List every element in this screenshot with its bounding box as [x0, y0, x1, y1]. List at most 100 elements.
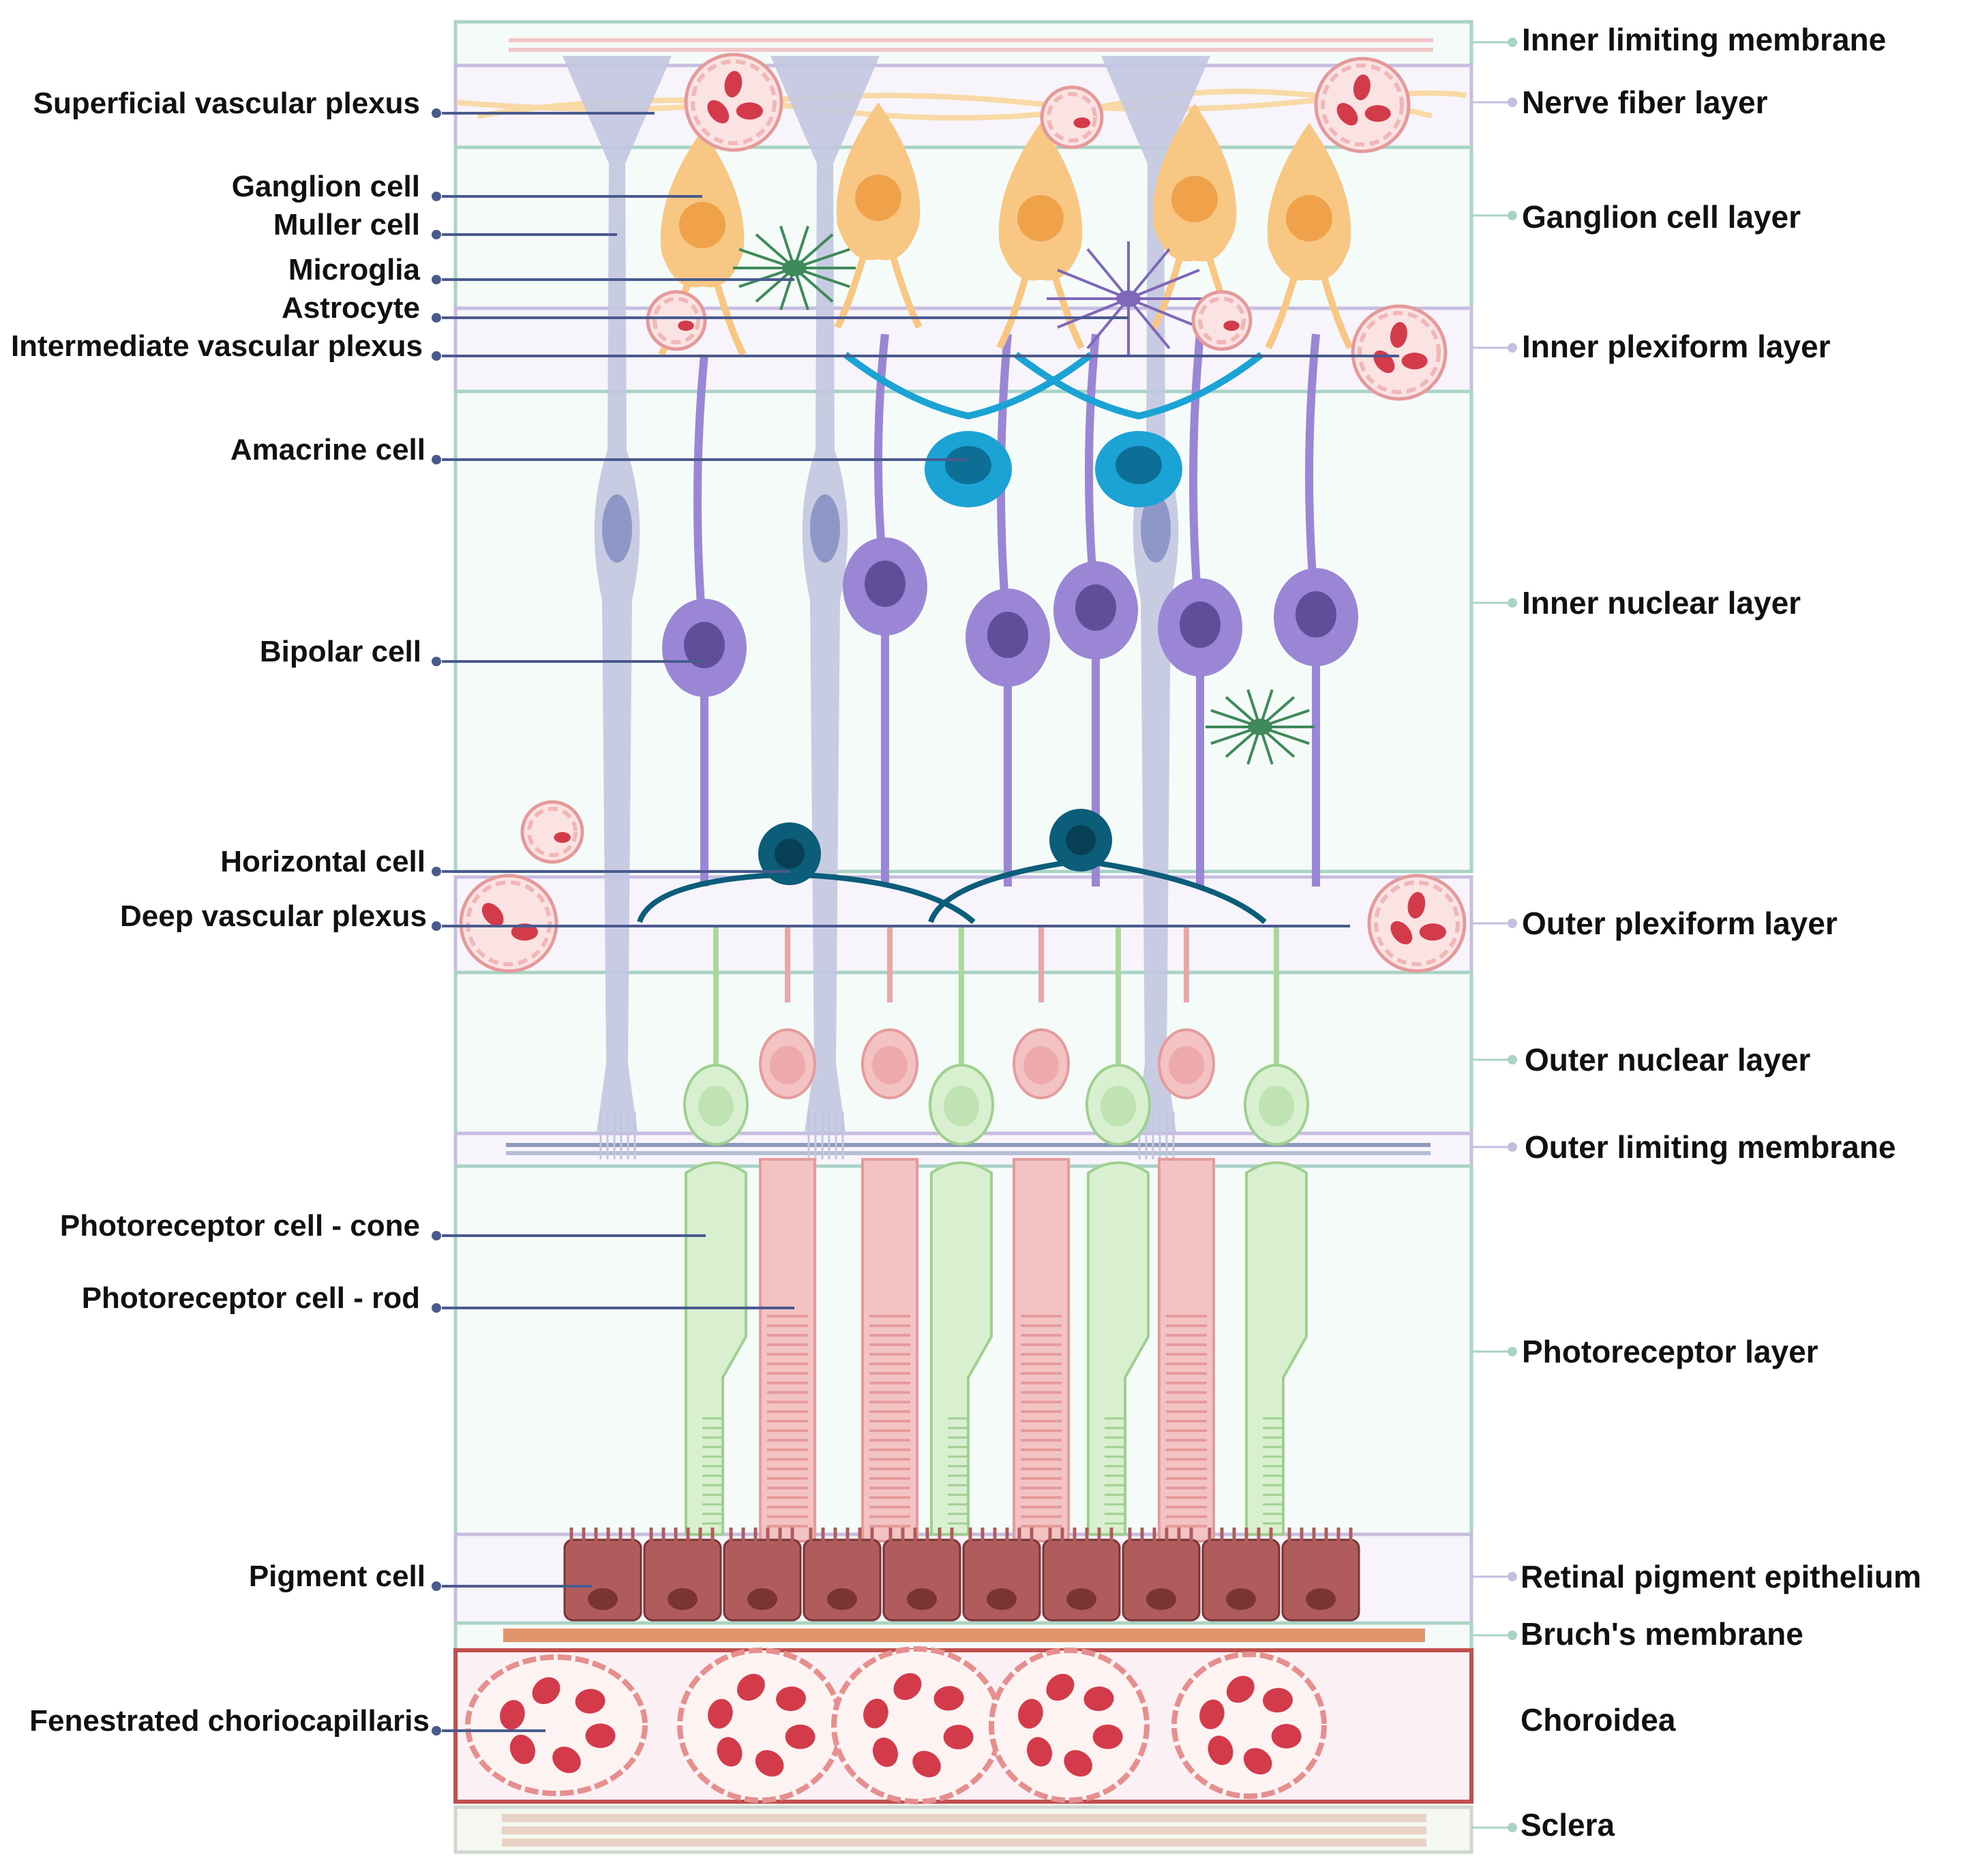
cone-outer-segment [1245, 1161, 1308, 1536]
horizontal-nucleus [1066, 825, 1096, 855]
rod-outer-segment [759, 1158, 816, 1543]
rod-outer-segment [1013, 1158, 1070, 1543]
label-retinal-pigment-epithelium: Retinal pigment epithelium [1521, 1559, 1921, 1594]
red-blood-cell [1046, 1673, 1075, 1701]
capillary-endothelium [653, 297, 700, 344]
red-blood-cell [736, 102, 763, 120]
red-blood-cell [1064, 1750, 1092, 1777]
right-leader-lines [1471, 38, 1517, 1832]
cone-outer-segment [685, 1161, 747, 1536]
red-blood-cell [1364, 105, 1391, 122]
red-blood-cell [1401, 353, 1428, 370]
pigment-epithelium-cells [563, 1528, 1360, 1622]
bipolar-nucleus [1296, 591, 1336, 638]
left-leader-lines [432, 108, 1399, 1736]
red-blood-cell [481, 903, 504, 927]
muller-cell-nucleus [1141, 494, 1171, 563]
muller-cell-nucleus [810, 494, 840, 563]
label-amacrine-cell: Amacrine cell [230, 433, 425, 466]
ganglion-nucleus [1017, 195, 1064, 241]
muller-cell-nucleus [602, 494, 632, 563]
capillary-wall [1040, 85, 1104, 149]
red-blood-cell [943, 1725, 974, 1750]
rod-nucleus [1023, 1046, 1059, 1084]
label-fenestrated-choriocapillaris: Fenestrated choriocapillaris [29, 1704, 430, 1738]
ilm-stripe [509, 38, 1433, 42]
red-blood-cell [678, 321, 694, 331]
olm-stripe [506, 1151, 1431, 1155]
pigment-cell-nucleus [1146, 1588, 1176, 1610]
capillary-wall [520, 800, 584, 864]
muller-cell-body [1101, 56, 1210, 1132]
muller-cell-body [770, 56, 880, 1132]
red-blood-cell [500, 1699, 525, 1730]
pigment-cell [962, 1538, 1041, 1622]
pigment-cell [803, 1538, 882, 1622]
red-blood-cell [1407, 891, 1426, 919]
right-leader-dot [1508, 98, 1517, 107]
blood-vessels [459, 53, 1467, 973]
red-blood-cell [1353, 74, 1371, 101]
right-labels: Inner limiting membrane Nerve fiber laye… [1521, 22, 1921, 1843]
sclera-stripe [502, 1826, 1426, 1834]
label-superficial-vascular-plexus: Superficial vascular plexus [33, 87, 420, 120]
ilm-stripe [509, 48, 1433, 52]
label-inner-nuclear-layer: Inner nuclear layer [1522, 585, 1801, 621]
cone-outer-segment [930, 1161, 993, 1536]
red-blood-cell [575, 1688, 605, 1714]
label-outer-limiting-membrane: Outer limiting membrane [1525, 1129, 1896, 1165]
right-leader-dot [1508, 211, 1517, 220]
right-leader-dot [1508, 38, 1517, 47]
pigment-cell-nucleus [987, 1588, 1017, 1610]
capillary-wall [1367, 874, 1467, 973]
left-leader-dot [432, 351, 441, 361]
red-blood-cell [755, 1750, 784, 1777]
capillary-endothelium [1358, 311, 1441, 394]
left-leader-dot [432, 192, 441, 201]
right-leader-dot [1508, 598, 1517, 608]
pigment-cell [1042, 1538, 1121, 1622]
red-blood-cell [1390, 921, 1413, 944]
left-leader-dot [432, 313, 441, 323]
red-blood-cell [1083, 1686, 1114, 1712]
cone-nucleus [944, 1086, 979, 1127]
pigment-cell-nucleus [907, 1588, 937, 1610]
label-ganglion-cell: Ganglion cell [232, 170, 420, 203]
red-blood-cell [1336, 102, 1358, 126]
left-leader-dot [432, 230, 441, 239]
red-blood-cell [717, 1737, 743, 1767]
capillary-endothelium [1198, 297, 1246, 344]
right-leader-dot [1508, 343, 1517, 353]
red-blood-cell [872, 1738, 898, 1768]
label-inner-limiting-membrane: Inner limiting membrane [1522, 22, 1886, 57]
label-deep-vascular-plexus: Deep vascular plexus [120, 899, 427, 933]
left-leader-dot [432, 108, 441, 118]
capillary-wall [684, 53, 783, 152]
ganglion-dendrite [834, 251, 923, 329]
glial-process [1128, 297, 1200, 329]
label-choroidea: Choroidea [1521, 1702, 1676, 1738]
bipolar-nucleus [865, 561, 905, 607]
label-ganglion-cell-layer: Ganglion cell layer [1522, 199, 1801, 235]
bipolar-nucleus [1075, 584, 1116, 631]
ganglion-nucleus [855, 175, 901, 221]
right-leader-dot [1508, 1142, 1517, 1152]
rod-nucleus [872, 1046, 908, 1084]
ganglion-dendrite [1265, 271, 1353, 350]
pigment-cell [563, 1538, 642, 1622]
red-blood-cell [511, 923, 538, 941]
capillary-endothelium [691, 59, 777, 145]
amacrine-dendrite [1013, 352, 1264, 420]
label-bruchs-membrane: Bruch's membrane [1521, 1616, 1803, 1652]
pigment-cell-nucleus [1306, 1588, 1336, 1610]
label-muller-cell: Muller cell [273, 208, 420, 241]
glial-process [1127, 297, 1171, 350]
label-outer-plexiform-layer: Outer plexiform layer [1522, 906, 1838, 941]
ganglion-nucleus [1286, 195, 1332, 241]
red-blood-cell [1243, 1748, 1272, 1775]
ganglion-nucleus [679, 202, 725, 248]
bipolar-nucleus [1180, 601, 1221, 648]
glial-cell [733, 225, 856, 311]
label-photoreceptor-rod: Photoreceptor cell - rod [82, 1281, 420, 1315]
capillary-wall [1314, 57, 1411, 153]
